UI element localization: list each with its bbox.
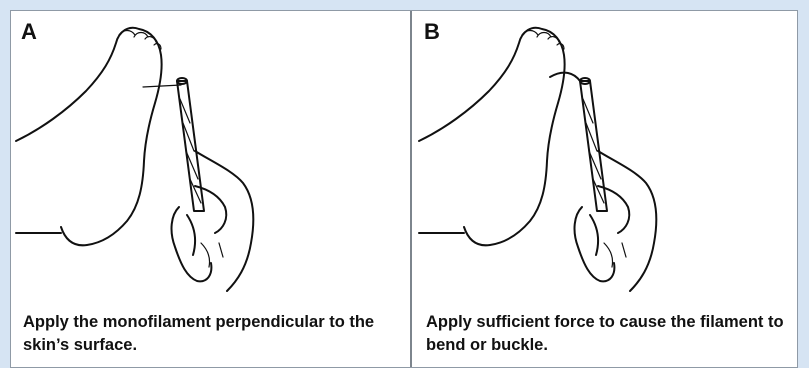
panel-b: B bbox=[414, 11, 797, 367]
caption-b: Apply sufficient force to cause the fila… bbox=[426, 311, 806, 357]
foot-drawing-b bbox=[419, 28, 565, 246]
illustration-a bbox=[11, 11, 411, 306]
hand-drawing-b bbox=[575, 151, 657, 291]
foot-drawing-a bbox=[16, 28, 162, 246]
monofilament-b bbox=[580, 78, 607, 211]
caption-a: Apply the monofilament perpendicular to … bbox=[23, 311, 403, 357]
figure-frame: A bbox=[10, 10, 798, 368]
illustration-b bbox=[414, 11, 797, 306]
panel-a: A bbox=[11, 11, 412, 367]
monofilament-a bbox=[177, 78, 204, 211]
hand-drawing-a bbox=[172, 151, 254, 291]
